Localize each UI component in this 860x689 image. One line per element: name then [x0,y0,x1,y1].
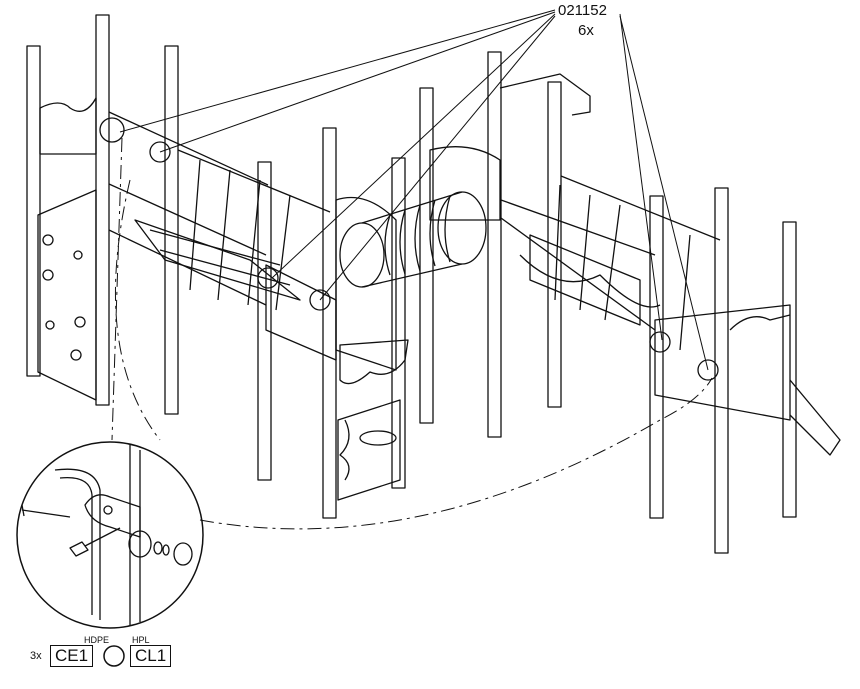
material-label-hpl: HPL [132,635,150,645]
material-label-hdpe: HDPE [84,635,110,645]
part-number: 021152 [558,2,607,19]
detail-magnified-view [16,441,204,629]
part-quantity: 6x [578,22,594,39]
left-tower [26,14,179,415]
middle-section [257,51,502,519]
legend-multiplier: 3x [30,650,42,662]
detail-leader [111,137,713,530]
tunnel [339,146,501,288]
material-code-ce1: CE1 [50,645,94,667]
material-code-cl1: CL1 [130,645,172,667]
rope-bridge-left [108,111,331,311]
right-section [499,73,841,554]
callout-leader-lines [119,9,709,371]
connector-ring-icon [103,645,125,667]
